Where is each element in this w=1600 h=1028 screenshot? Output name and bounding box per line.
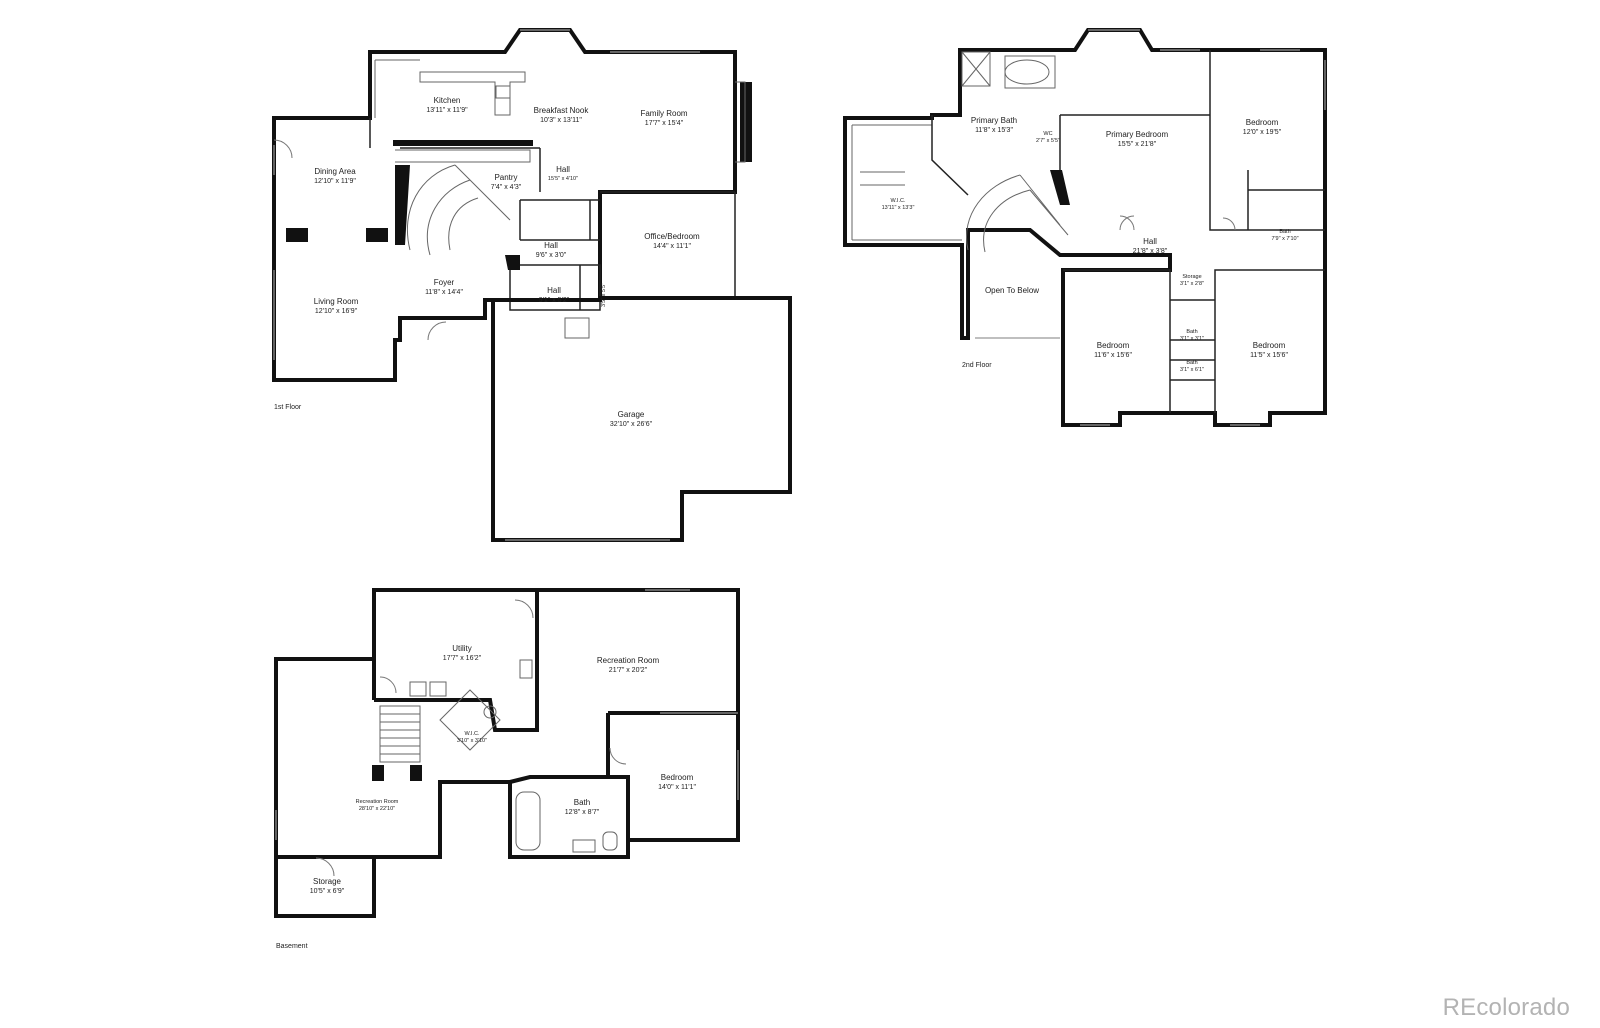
foyer-name: Foyer — [434, 278, 455, 287]
second-floor-stairs — [966, 174, 1069, 253]
bedroom-ne-dim: 12'0" x 19'5" — [1243, 129, 1282, 136]
second-floor-label: 2nd Floor — [962, 362, 992, 369]
bath-small-1-dim: 3'1" x 3'1" — [1180, 336, 1204, 342]
hall-2-dim: 9'6" x 3'0" — [536, 252, 567, 259]
garage-name: Garage — [618, 410, 645, 419]
dining-area-name: Dining Area — [314, 167, 356, 176]
office-name: Office/Bedroom — [644, 232, 700, 241]
first-floor-label: 1st Floor — [274, 404, 302, 411]
breakfast-nook-dim: 10'3" x 13'11" — [540, 117, 582, 124]
garage-wall — [491, 296, 792, 542]
storage-b-name: Storage — [313, 877, 342, 886]
bedroom-b-name: Bedroom — [661, 773, 694, 782]
brand-watermark: REcolorado — [1442, 994, 1570, 1021]
second-floor-outer-wall — [843, 28, 1327, 427]
wc-1-dim: 3'5" x 5'5" — [601, 283, 607, 307]
primary-bath-name: Primary Bath — [971, 116, 1017, 125]
hall-1-dim: 15'5" x 4'10" — [548, 176, 578, 182]
hall-1-name: Hall — [556, 165, 570, 174]
open-below-label: Open To Below — [985, 286, 1039, 295]
dining-area-dim: 12'10" x 11'9" — [314, 178, 356, 185]
wic-2-name: W.I.C. — [891, 198, 906, 204]
basement-label: Basement — [276, 943, 308, 950]
bath-b-name: Bath — [574, 798, 590, 807]
breakfast-nook-name: Breakfast Nook — [534, 106, 590, 115]
bedroom-sw-name: Bedroom — [1097, 341, 1130, 350]
kitchen-name: Kitchen — [434, 96, 461, 105]
utility-name: Utility — [452, 644, 472, 653]
storage-b-dim: 10'5" x 6'9" — [310, 888, 345, 895]
bedroom-se-dim: 11'5" x 15'6" — [1250, 352, 1288, 359]
wc-2-name: WC — [1043, 131, 1052, 137]
primary-bath-dim: 11'8" x 15'3" — [975, 127, 1013, 134]
wic-b-name: W.I.C. — [465, 731, 480, 737]
primary-bedroom-dim: 15'5" x 21'8" — [1118, 141, 1157, 148]
wic-b-dim: 3'10" x 3'10" — [457, 738, 487, 744]
bedroom-b-dim: 14'0" x 11'1" — [658, 784, 696, 791]
rec-room-1-dim: 21'7" x 20'2" — [609, 667, 648, 674]
kitchen-island — [419, 71, 526, 116]
basement-stairs — [379, 705, 421, 763]
kitchen-dim: 13'11" x 11'9" — [426, 107, 468, 114]
storage-up-name: Storage — [1182, 274, 1201, 280]
storage-up-dim: 3'1" x 2'8" — [1180, 281, 1204, 287]
rec-room-1-name: Recreation Room — [597, 656, 660, 665]
fireplace — [740, 82, 752, 162]
wic-2-dim: 13'11" x 13'3" — [882, 205, 915, 211]
wc-2-dim: 2'7" x 5'5" — [1036, 138, 1060, 144]
bath-small-2-dim: 3'1" x 6'1" — [1180, 367, 1204, 373]
primary-bedroom-name: Primary Bedroom — [1106, 130, 1169, 139]
foyer-dim: 11'8" x 14'4" — [425, 289, 463, 296]
family-room-dim: 17'7" x 15'4" — [645, 120, 684, 127]
living-room-dim: 12'10" x 16'9" — [315, 308, 358, 315]
hall-3-name: Hall — [547, 286, 561, 295]
second-floor-plan — [843, 28, 1327, 427]
bath-small-2-name: Bath — [1186, 360, 1197, 366]
bathtub — [1004, 59, 1050, 85]
family-room-name: Family Room — [640, 109, 687, 118]
bath-e-dim: 7'9" x 7'10" — [1271, 236, 1298, 242]
bedroom-sw-dim: 11'6" x 15'6" — [1094, 352, 1132, 359]
pantry-dim: 7'4" x 4'3" — [491, 184, 522, 191]
hall-up-name: Hall — [1143, 237, 1157, 246]
first-floor-stairs — [406, 164, 479, 256]
living-room-name: Living Room — [314, 297, 359, 306]
office-dim: 14'4" x 11'1" — [653, 243, 691, 250]
bedroom-se-name: Bedroom — [1253, 341, 1286, 350]
utility-dim: 17'7" x 16'2" — [443, 655, 482, 662]
rec-room-2-name: Recreation Room — [356, 799, 399, 805]
first-floor-plan — [272, 28, 792, 542]
basement-plan — [274, 588, 740, 918]
hall-2-name: Hall — [544, 241, 558, 250]
basement-bathtub — [515, 791, 541, 851]
rec-room-2-dim: 28'10" x 22'10" — [359, 806, 395, 812]
bath-b-dim: 12'8" x 8'7" — [565, 809, 600, 816]
basement-outer-wall — [274, 588, 740, 918]
bath-e-name: Bath — [1279, 229, 1290, 235]
pantry-name: Pantry — [494, 173, 517, 182]
garage-dim: 32'10" x 26'6" — [610, 421, 653, 428]
bedroom-ne-name: Bedroom — [1246, 118, 1279, 127]
bath-small-1-name: Bath — [1186, 329, 1197, 335]
column — [366, 228, 388, 242]
first-floor-outer-wall — [272, 28, 737, 382]
hall-3-dim: 9'1" x 5'2" — [539, 297, 570, 304]
column — [286, 228, 308, 242]
hall-up-dim: 21'8" x 3'8" — [1133, 248, 1168, 255]
